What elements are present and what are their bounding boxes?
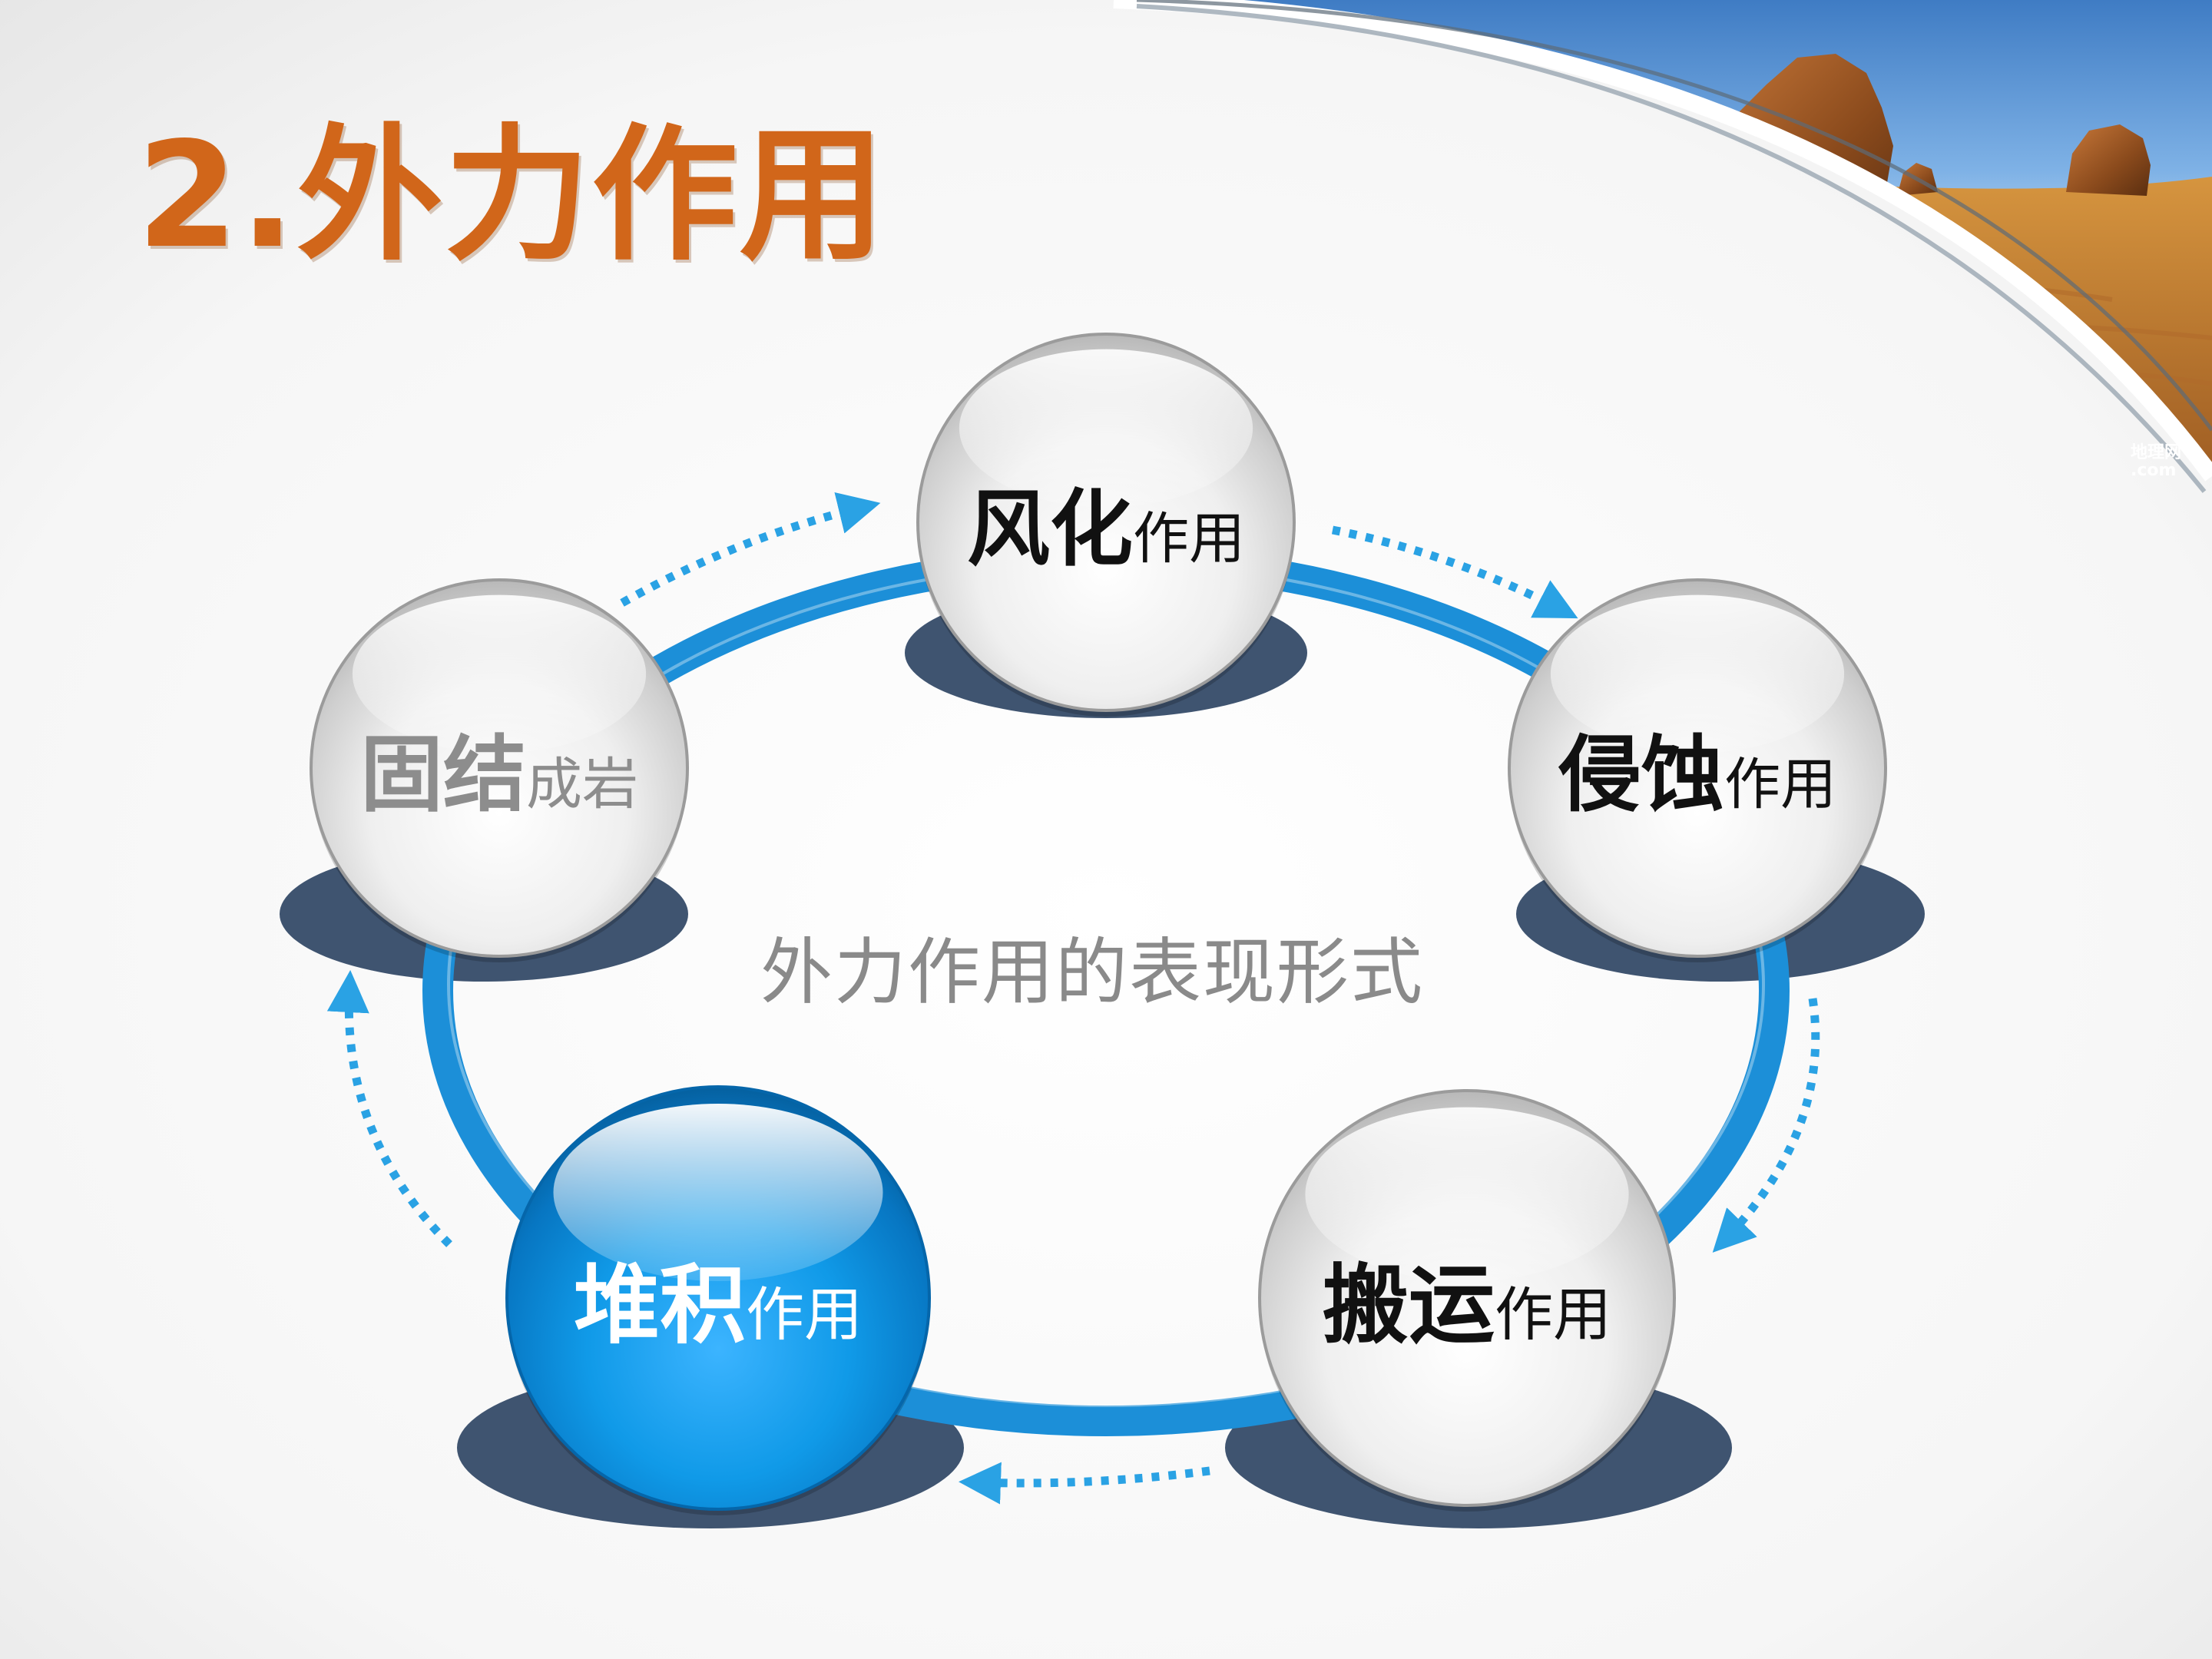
cycle-arrow-4 [959, 1462, 1210, 1505]
slide-title: 2.外力作用 [137, 111, 887, 280]
node-lithification[interactable]: 固结成岩 [311, 580, 687, 956]
node-label-weak: 作用 [1495, 1280, 1611, 1349]
node-label-strong: 侵蚀 [1558, 727, 1724, 823]
node-label-strong: 风化 [966, 482, 1133, 578]
cycle-arrow-5 [326, 970, 452, 1247]
node-weathering[interactable]: 风化作用 [918, 334, 1294, 710]
node-transport[interactable]: 搬运作用 [1260, 1091, 1674, 1505]
node-label-strong: 堆积 [574, 1256, 746, 1356]
watermark-line-1: 地理网 [2131, 443, 2182, 462]
node-label-lithification: 固结成岩 [311, 734, 687, 817]
cycle-center-label: 外力作用的表现形式 [760, 931, 1425, 1015]
watermark-line-2: .com [2131, 461, 2177, 481]
cycle-arrow-3 [1712, 998, 1820, 1253]
watermark-text: 地理网 .com [2131, 444, 2181, 479]
sphere-gloss-erosion [1550, 594, 1845, 753]
sphere-gloss-transport [1305, 1107, 1629, 1282]
node-erosion[interactable]: 侵蚀作用 [1509, 580, 1886, 956]
node-label-deposition: 堆积作用 [507, 1263, 929, 1349]
cycle-arrow-2 [1331, 525, 1578, 619]
sphere-gloss-deposition [553, 1104, 883, 1281]
node-label-weathering: 风化作用 [918, 488, 1294, 571]
cycle-arrow-1 [620, 492, 881, 607]
node-deposition[interactable]: 堆积作用 [507, 1087, 929, 1509]
node-label-weak: 作用 [1724, 752, 1836, 817]
node-label-strong: 搬运 [1323, 1256, 1495, 1356]
node-label-strong: 固结 [359, 727, 526, 823]
node-label-erosion: 侵蚀作用 [1509, 734, 1886, 817]
sphere-gloss-lithification [352, 594, 647, 753]
node-label-weak: 作用 [1133, 506, 1245, 571]
node-label-weak: 成岩 [526, 752, 638, 817]
sphere-gloss-weathering [959, 349, 1253, 508]
node-label-weak: 作用 [746, 1280, 863, 1349]
node-label-transport: 搬运作用 [1260, 1263, 1674, 1349]
